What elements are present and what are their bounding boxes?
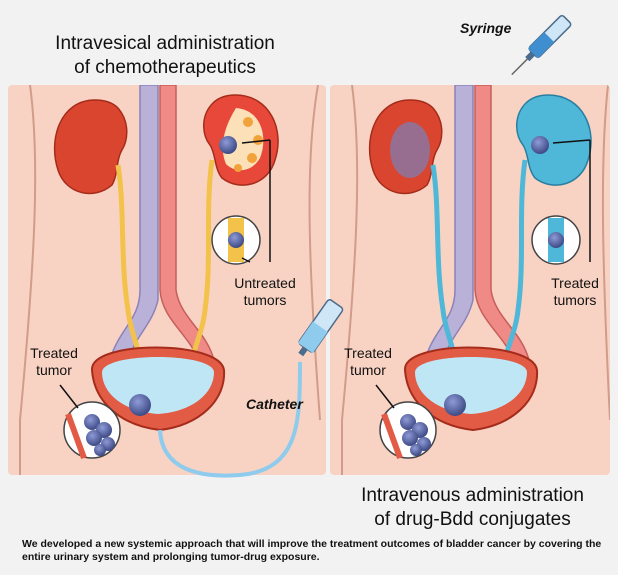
caption: We developed a new systemic approach tha… bbox=[22, 538, 602, 564]
untreated-line1: Untreated bbox=[225, 275, 305, 292]
treated-right-line1: Treated bbox=[540, 275, 610, 292]
treated-right-bladder-line2: tumor bbox=[338, 362, 398, 379]
right-title-line1: Intravenous administration bbox=[335, 484, 610, 508]
right-kidney-blue-tint bbox=[390, 122, 430, 178]
left-bladder-tumor bbox=[129, 394, 151, 416]
left-title: Intravesical administration of chemother… bbox=[30, 32, 300, 80]
left-zoom-ureter-tumor bbox=[228, 232, 244, 248]
syringe-icon bbox=[507, 15, 572, 80]
right-title-line2: of drug-Bdd conjugates bbox=[335, 508, 610, 532]
treated-left-line1: Treated bbox=[24, 345, 84, 362]
untreated-line2: tumors bbox=[225, 292, 305, 309]
treated-tumors-right-label: Treated tumors bbox=[540, 275, 610, 309]
left-kidney-tumor bbox=[219, 136, 237, 154]
untreated-tumors-label: Untreated tumors bbox=[225, 275, 305, 309]
syringe-label: Syringe bbox=[460, 20, 511, 36]
left-title-line2: of chemotherapeutics bbox=[30, 56, 300, 80]
right-kidney-tumor bbox=[531, 136, 549, 154]
left-title-line1: Intravesical administration bbox=[30, 32, 300, 56]
right-bladder-tumor bbox=[444, 394, 466, 416]
treated-right-bladder-line1: Treated bbox=[338, 345, 398, 362]
treated-tumor-right-bladder-label: Treated tumor bbox=[338, 345, 398, 379]
treated-left-line2: tumor bbox=[24, 362, 84, 379]
treated-tumor-left-label: Treated tumor bbox=[24, 345, 84, 379]
catheter-label: Catheter bbox=[246, 396, 303, 412]
treated-right-line2: tumors bbox=[540, 292, 610, 309]
right-title: Intravenous administration of drug-Bdd c… bbox=[335, 484, 610, 532]
right-zoom-ureter-tumor bbox=[548, 232, 564, 248]
